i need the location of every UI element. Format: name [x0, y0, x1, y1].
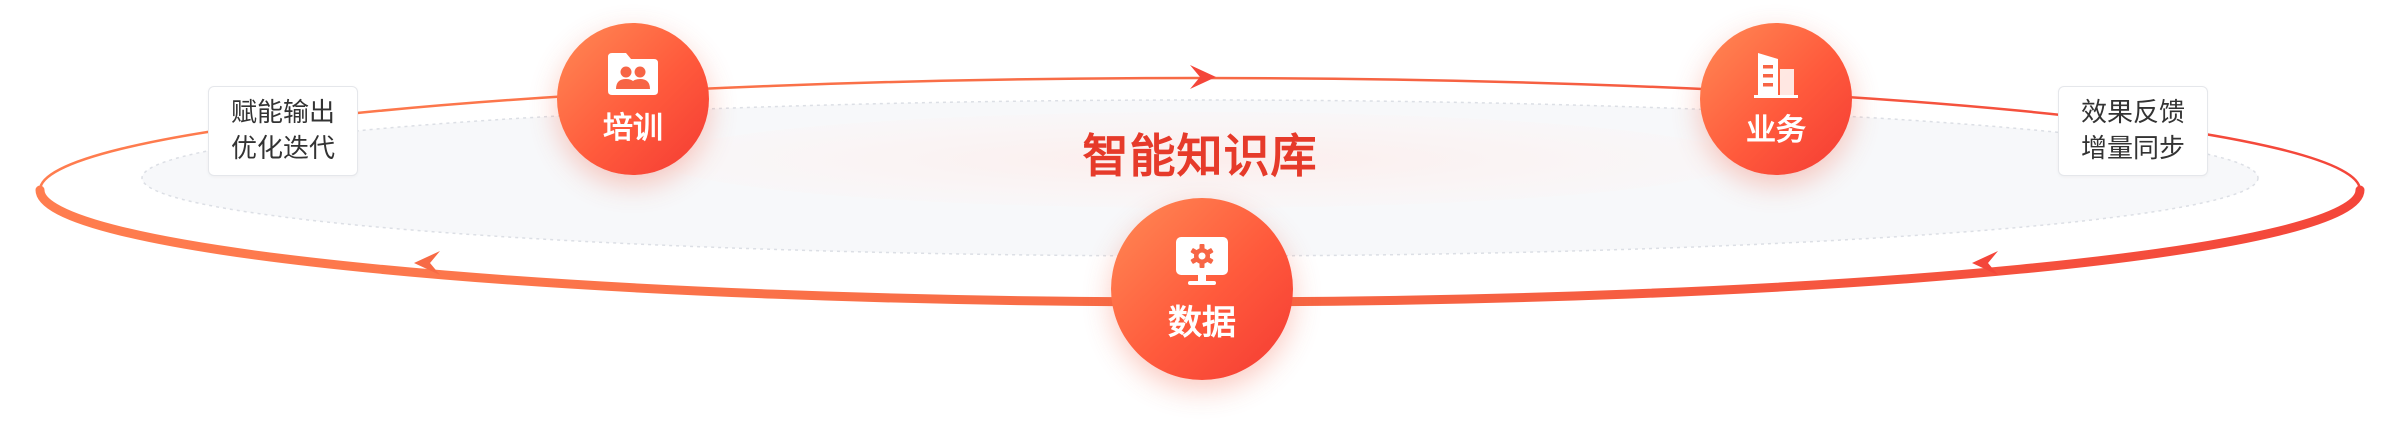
monitor-gear-icon — [1172, 235, 1232, 289]
center-title: 智能知识库 — [1082, 129, 1318, 183]
arrow-left-icon — [1972, 251, 1998, 275]
users-folder-icon — [604, 51, 662, 97]
arrow-left-icon — [414, 251, 440, 275]
left-tag: 赋能输出 优化迭代 — [208, 86, 359, 176]
building-icon — [1750, 49, 1802, 99]
data-node: 数据 — [1111, 198, 1293, 380]
left-tag-line2: 优化迭代 — [231, 134, 336, 164]
left-tag-line1: 赋能输出 — [231, 98, 336, 128]
business-label: 业务 — [1746, 113, 1806, 148]
training-node: 培训 — [557, 23, 709, 175]
right-tag-line1: 效果反馈 — [2081, 98, 2186, 128]
training-label: 培训 — [603, 111, 663, 146]
inner-glow — [660, 112, 1740, 208]
business-node: 业务 — [1700, 23, 1852, 175]
right-tag: 效果反馈 增量同步 — [2058, 86, 2209, 176]
arrow-right-icon — [1190, 65, 1216, 89]
data-label: 数据 — [1168, 302, 1236, 343]
right-tag-line2: 增量同步 — [2081, 134, 2186, 164]
